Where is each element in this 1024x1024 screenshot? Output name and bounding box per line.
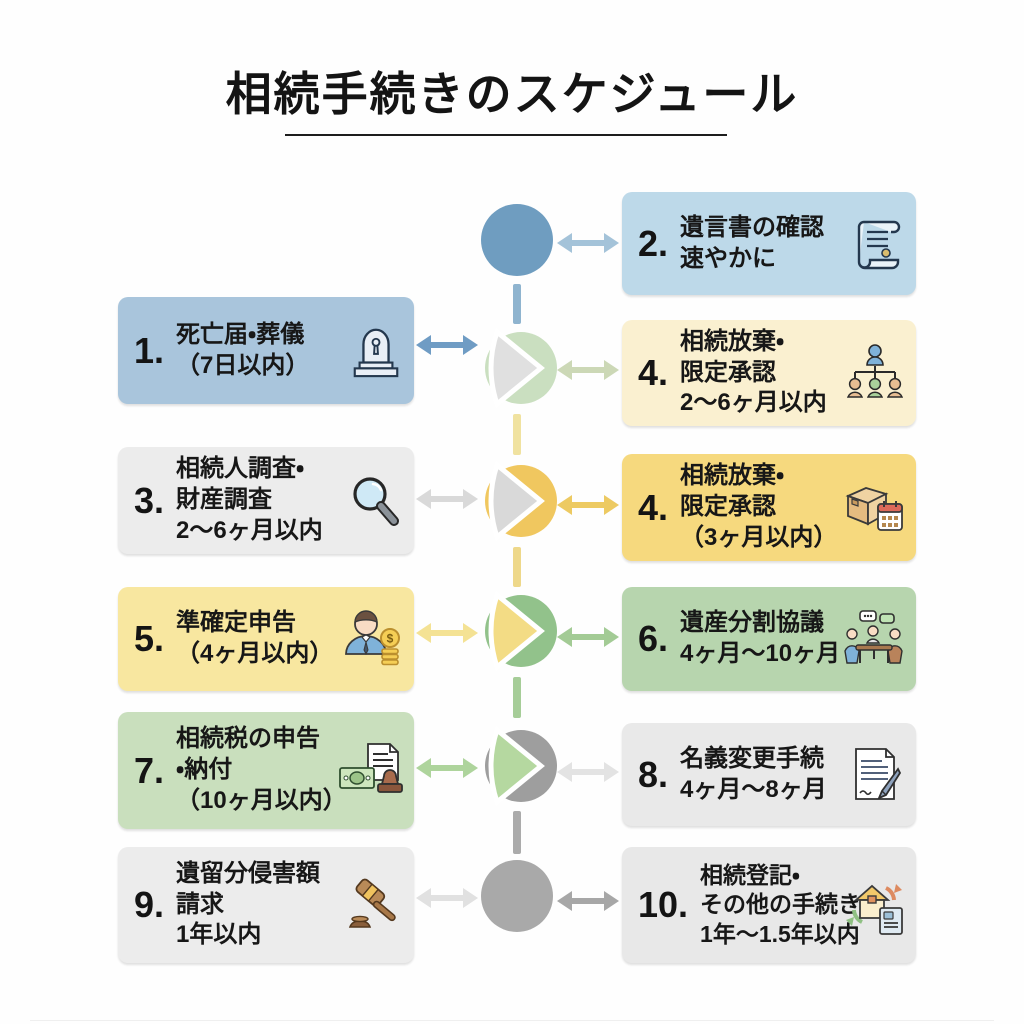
bottom-divider (30, 1020, 994, 1021)
step-title: 遺言書の確認 (680, 213, 825, 241)
timeline-connector (513, 284, 521, 324)
timeline-node-chevron-4 (485, 725, 557, 807)
step-duration: 2〜6ヶ月以内 (176, 516, 323, 544)
tombstone-icon (348, 322, 404, 380)
step-number: 10. (638, 884, 689, 925)
step-box-4a: 4. 相続放棄・ 限定承認 2〜6ヶ月以内 (622, 320, 916, 426)
family-tree-icon (844, 343, 906, 403)
step-title: 遺産分割協議 (680, 609, 825, 637)
step-box-8: 8. 名義変更手続 4ヶ月〜8ヶ月 (622, 723, 916, 826)
step-title: 限定承認 (680, 493, 777, 521)
step-duration: （4ヶ月以内） (176, 640, 334, 667)
step-title: その他の手続き (700, 891, 862, 918)
step-box-2: 2. 遺言書の確認 速やかに (622, 192, 916, 295)
step-duration: 1年〜1.5年以内 (700, 920, 860, 947)
step-duration: （10ヶ月以内） (176, 786, 347, 814)
step-box-6: 6. 遺産分割協議 4ヶ月〜10ヶ月 (622, 587, 916, 691)
step-title: 相続人調査・ (176, 455, 305, 483)
double-arrow-icon (416, 623, 478, 643)
step-number: 1. (134, 329, 165, 371)
double-arrow-icon (416, 758, 478, 778)
title-underline (285, 134, 727, 136)
step-title: ・納付 (176, 756, 233, 784)
step-box-9: 9. 遺留分侵害額 請求 1年以内 (118, 847, 414, 963)
step-box-10: 10. 相続登記・ その他の手続き 1年〜1.5年以内 (622, 847, 916, 963)
timeline-connector (513, 414, 521, 455)
double-arrow-icon (416, 335, 478, 355)
double-arrow-icon (557, 891, 619, 911)
step-title: 相続放棄・ (680, 327, 785, 355)
step-title: 財産調査 (176, 486, 273, 514)
step-duration: 4ヶ月〜8ヶ月 (680, 775, 827, 803)
magnifier-icon (346, 472, 404, 530)
step-box-1: 1. 死亡届・葬儀 （7日以内） (118, 297, 414, 404)
step-number: 6. (638, 618, 669, 659)
timeline-connector (513, 811, 521, 854)
double-arrow-icon (557, 233, 619, 253)
svg-text:$: $ (387, 632, 394, 646)
step-number: 8. (638, 753, 669, 795)
double-arrow-icon (557, 495, 619, 515)
step-title: 限定承認 (680, 358, 777, 386)
step-number: 9. (134, 884, 165, 925)
double-arrow-icon (557, 360, 619, 380)
step-number: 4. (638, 486, 669, 528)
step-title: 請求 (176, 890, 225, 918)
step-number: 7. (134, 749, 165, 791)
step-title: 遺留分侵害額 (176, 859, 321, 887)
timeline-node-chevron-1 (485, 327, 557, 409)
timeline-node-end (481, 860, 553, 932)
double-arrow-icon (557, 762, 619, 782)
step-title: 相続登記・ (700, 861, 800, 888)
step-duration: （3ヶ月以内） (680, 523, 838, 551)
step-duration: 速やかに (680, 244, 777, 272)
gavel-icon (342, 875, 404, 935)
step-duration: 1年以内 (176, 921, 262, 949)
double-arrow-icon (557, 627, 619, 647)
step-number: 4. (638, 352, 669, 393)
box-calendar-icon (842, 478, 906, 538)
scroll-document-icon (852, 214, 906, 274)
double-arrow-icon (416, 888, 478, 908)
timeline-node-start (481, 204, 553, 276)
step-box-3: 3. 相続人調査・ 財産調査 2〜6ヶ月以内 (118, 447, 414, 554)
accountant-money-icon: $ (340, 610, 404, 668)
double-arrow-icon (416, 489, 478, 509)
step-duration: 2〜6ヶ月以内 (680, 389, 827, 417)
tax-payment-icon (338, 740, 404, 802)
timeline-connector (513, 677, 521, 718)
house-transfer-icon (846, 874, 906, 936)
document-pen-icon (848, 745, 906, 805)
step-box-5: 5. 準確定申告 （4ヶ月以内） $ (118, 587, 414, 691)
step-duration: （7日以内） (176, 351, 310, 379)
step-number: 3. (134, 479, 165, 521)
step-title: 相続放棄・ (680, 462, 785, 490)
page-title: 相続手続きのスケジュール (225, 68, 799, 120)
step-title: 死亡届・葬儀 (176, 320, 305, 348)
step-duration: 4ヶ月〜10ヶ月 (680, 640, 841, 667)
step-box-7: 7. 相続税の申告 ・納付 （10ヶ月以内） (118, 712, 414, 829)
timeline-node-chevron-3 (485, 590, 557, 672)
timeline-node-chevron-2 (485, 460, 557, 542)
step-title: 相続税の申告 (176, 725, 321, 753)
step-number: 5. (134, 618, 165, 659)
meeting-icon (842, 609, 906, 669)
step-box-4b: 4. 相続放棄・ 限定承認 （3ヶ月以内） (622, 454, 916, 561)
timeline-connector (513, 547, 521, 587)
step-title: 名義変更手続 (680, 744, 825, 772)
step-title: 準確定申告 (176, 609, 297, 637)
step-number: 2. (638, 222, 669, 264)
